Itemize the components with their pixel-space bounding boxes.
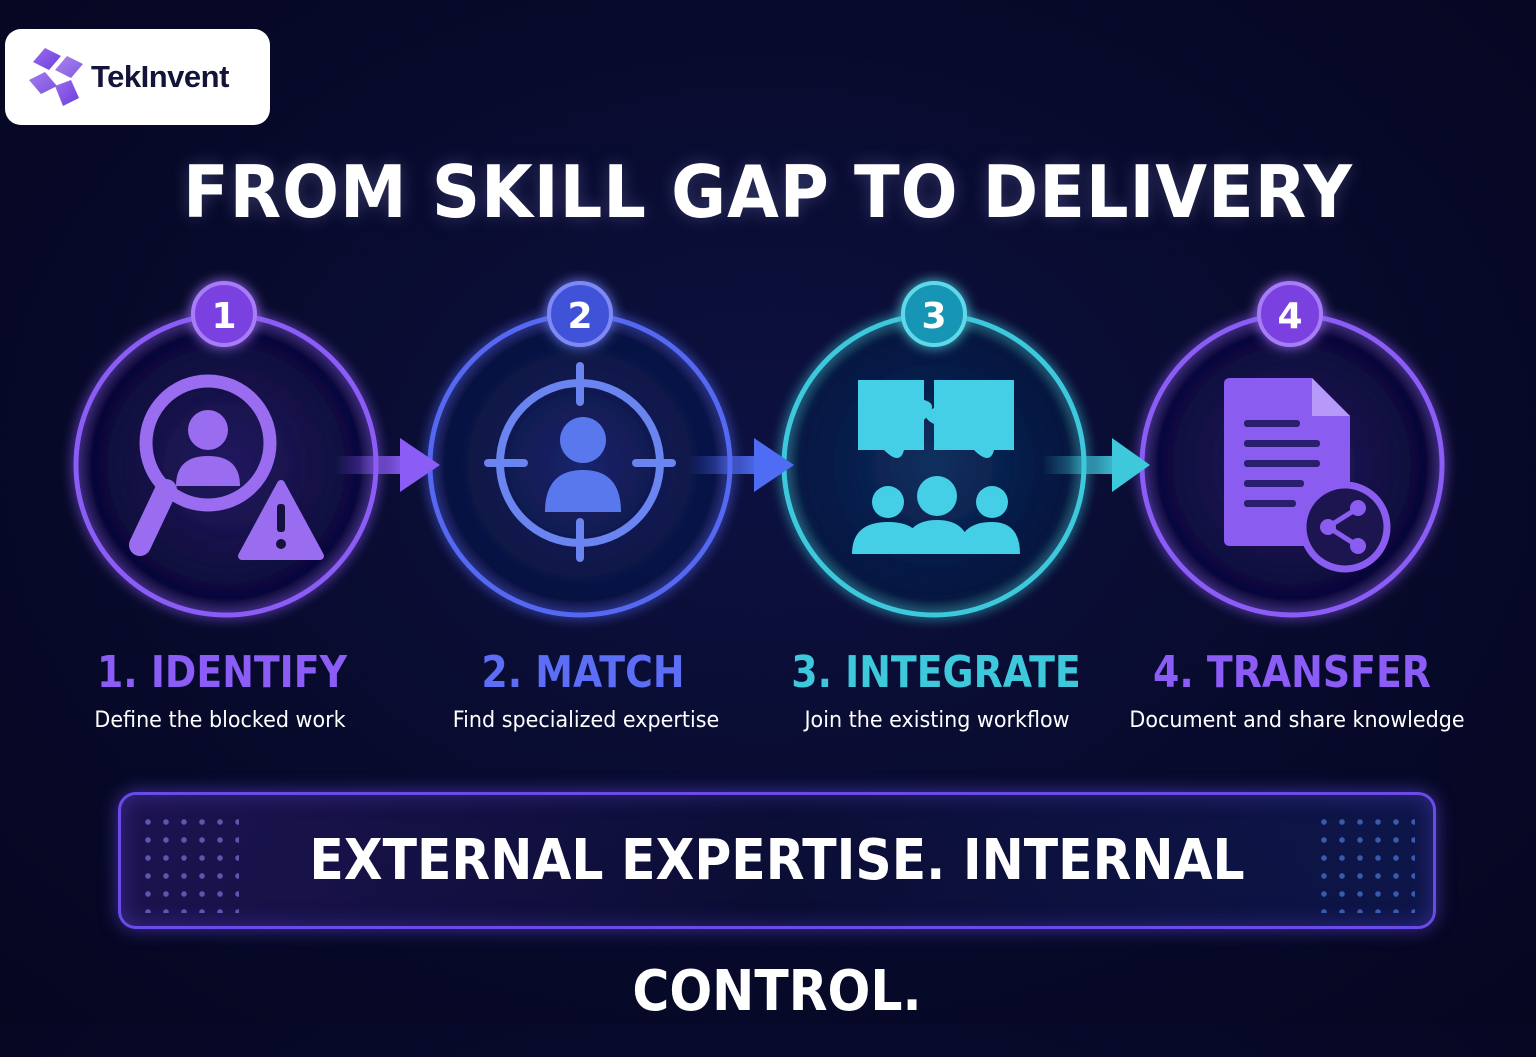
svg-text:4: 4 [1277,296,1302,337]
arrow-2-to-3 [688,438,794,492]
svg-text:3: 3 [921,296,946,337]
step-2-title: 2. MATCH [481,647,685,698]
page-title: FROM SKILL GAP TO DELIVERY [183,150,1353,234]
step-3-badge: 3 [901,281,967,347]
step-2-circle [427,312,733,618]
arrow-1-to-2 [335,438,440,492]
tagline-banner: EXTERNAL EXPERTISE. INTERNAL CONTROL. [118,792,1436,1024]
brand-name: TekInvent [91,59,229,94]
step-4-title: 4. TRANSFER [1153,647,1431,698]
step-3-description: Join the existing workflow [804,708,1070,733]
step-1-title: 1. IDENTIFY [96,647,348,698]
step-1-badge: 1 [191,281,257,347]
process-diagram: 1 2 3 4 [73,281,1445,618]
dot-pattern-left [139,813,239,913]
target-person-icon [484,362,676,562]
document-share-icon [1224,378,1391,573]
logo-card: TekInvent [5,29,270,125]
step-2-badge: 2 [547,281,613,347]
step-2-description: Find specialized expertise [452,708,720,733]
step-4-description: Document and share knowledge [1129,708,1465,733]
dot-pattern-right [1315,813,1415,913]
step-3-circle [781,312,1087,618]
step-1-description: Define the blocked work [94,708,346,733]
step-4-badge: 4 [1257,281,1323,347]
tagline-text: EXTERNAL EXPERTISE. INTERNAL CONTROL. [309,828,1245,1024]
search-person-warning-icon [129,374,324,560]
puzzle-team-icon [852,380,1020,554]
arrow-3-to-4 [1042,438,1150,492]
step-3-title: 3. INTEGRATE [791,647,1081,698]
svg-text:1: 1 [211,296,236,337]
svg-text:2: 2 [567,296,592,337]
teksinvent-logo-icon [29,48,83,106]
